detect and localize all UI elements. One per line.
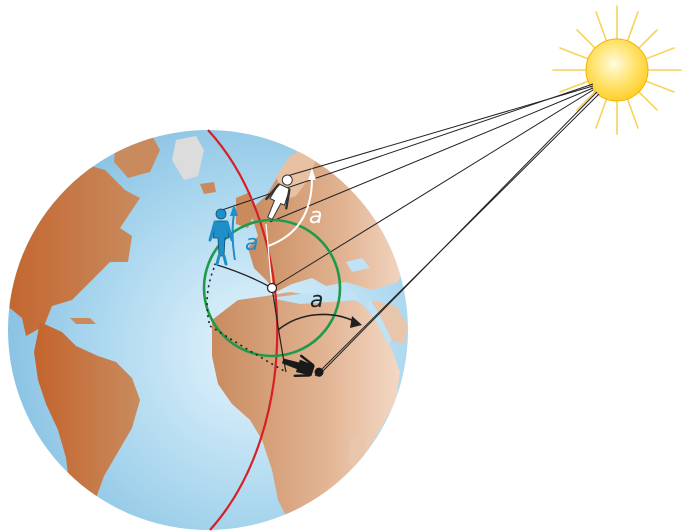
sun bbox=[552, 5, 682, 135]
ground-line-blue bbox=[213, 263, 273, 289]
angle-arc-blue bbox=[230, 204, 238, 261]
mediterranean-sea bbox=[270, 290, 360, 304]
ground-line-white bbox=[265, 223, 273, 289]
red-sea bbox=[366, 300, 392, 344]
dotted-shadow-line bbox=[209, 325, 287, 373]
landmass-caribbean bbox=[70, 318, 96, 324]
green-circle bbox=[202, 218, 342, 358]
landmass-island-small bbox=[200, 182, 216, 194]
black-sea bbox=[346, 258, 370, 272]
blue-person-icon bbox=[208, 208, 234, 266]
shadow-person-icon bbox=[281, 354, 324, 378]
meridian-line bbox=[207, 129, 279, 531]
landmass-south-america bbox=[34, 322, 140, 520]
sunlight-rays bbox=[221, 83, 600, 377]
ray-to-white-person bbox=[286, 85, 594, 177]
landmass-madagascar bbox=[348, 432, 366, 470]
landmass-british-isles bbox=[236, 192, 256, 228]
white-person-icon bbox=[265, 174, 293, 221]
ray-to-white-person-2 bbox=[269, 87, 594, 223]
ray-to-center bbox=[271, 89, 594, 289]
angle-label-white: a bbox=[309, 204, 322, 229]
angle-arc-black bbox=[277, 313, 362, 331]
angle-label-black: a bbox=[310, 288, 323, 313]
subsolar-point-marker bbox=[266, 282, 278, 294]
landmass-iceland bbox=[172, 136, 204, 180]
angle-label-blue: a bbox=[245, 231, 258, 256]
ray-to-shadow-2 bbox=[314, 93, 600, 377]
sun-disc bbox=[585, 38, 649, 102]
dotted-arc bbox=[206, 267, 215, 327]
angle-arc-white bbox=[267, 168, 316, 247]
